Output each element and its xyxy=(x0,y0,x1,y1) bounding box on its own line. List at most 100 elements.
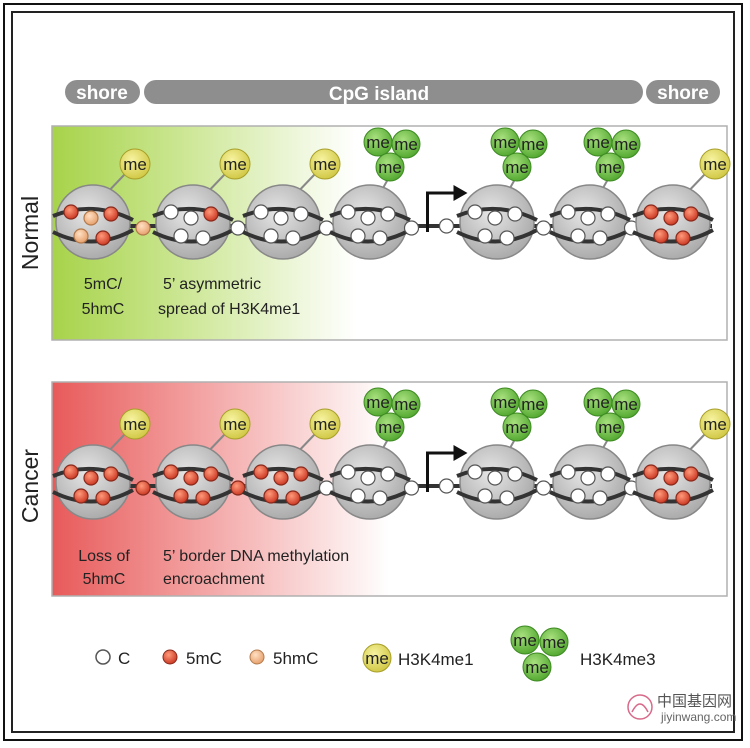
normal-cpg-dot xyxy=(507,206,523,222)
cancer-h3k4me1-mark xyxy=(219,408,251,440)
cancer-cpg-dot xyxy=(499,490,515,506)
cancer-linker-dot xyxy=(135,480,151,496)
cancer-cpg-dot xyxy=(173,488,189,504)
cancer-dna-wrap xyxy=(549,466,631,482)
normal-me1-text: me xyxy=(313,155,337,174)
cancer-dna-wrap xyxy=(242,466,324,482)
normal-me3-text: me xyxy=(366,133,390,152)
normal-cpg-dot xyxy=(195,230,211,246)
normal-cpg-dot xyxy=(643,204,659,220)
normal-tss-arrow xyxy=(426,191,456,232)
cancer-cpg-dot xyxy=(663,470,679,486)
cancer-cpg-dot xyxy=(570,488,586,504)
outer-frame xyxy=(3,3,743,741)
normal-cpg-dot xyxy=(203,206,219,222)
cancer-cpg-dot xyxy=(643,464,659,480)
normal-me1-text: me xyxy=(223,155,247,174)
normal-note-left-line1: 5mC/ xyxy=(84,276,123,293)
cancer-cpg-dot xyxy=(467,464,483,480)
normal-dna-wrap xyxy=(329,228,411,244)
cancer-linker-dot xyxy=(535,480,552,496)
normal-dna-wrap xyxy=(152,228,234,244)
cancer-me1-text: me xyxy=(703,415,727,434)
normal-me3-text: me xyxy=(394,135,418,154)
cancer-note-left-line2: 5hmC xyxy=(83,571,126,588)
cancer-h3k4me3-mark xyxy=(595,412,625,442)
cancer-note-left-line1: Loss of xyxy=(78,548,130,565)
cpg-island-label: CpG island xyxy=(329,84,429,105)
normal-h3k4me3-mark xyxy=(502,152,532,182)
normal-cpg-dot xyxy=(372,230,388,246)
cancer-cpg-dot xyxy=(580,470,596,486)
normal-dna-wrap xyxy=(456,206,538,222)
normal-dna-wrap xyxy=(242,206,324,222)
cancer-dna-wrap xyxy=(329,488,411,504)
cancer-dna-wrap xyxy=(456,466,538,482)
watermark: 中国基因网 jiyinwang.com xyxy=(627,692,736,724)
legend-5hmc-label: 5hmC xyxy=(273,649,318,668)
cancer-me3-text: me xyxy=(366,393,390,412)
shore-left-pill xyxy=(65,80,140,104)
cancer-h3k4me1-mark xyxy=(119,408,151,440)
normal-me3-text: me xyxy=(614,135,638,154)
normal-dna-wrap xyxy=(52,206,134,222)
legend-c-label: C xyxy=(118,649,130,668)
cancer-cpg-dot xyxy=(263,488,279,504)
cancer-cpg-dot xyxy=(163,464,179,480)
normal-cpg-dot xyxy=(675,230,691,246)
normal-cpg-dot xyxy=(467,204,483,220)
legend-me3-text-2: me xyxy=(542,633,566,652)
normal-h3k4me1-mark xyxy=(219,148,251,180)
normal-me3-text: me xyxy=(493,133,517,152)
cancer-h3k4me3-mark xyxy=(518,389,548,419)
cancer-me1-text: me xyxy=(123,415,147,434)
cancer-cpg-dot xyxy=(293,466,309,482)
normal-cpg-dot xyxy=(487,210,503,226)
cancer-me3-text: me xyxy=(493,393,517,412)
cancer-me3-text: me xyxy=(394,395,418,414)
legend-h3k4me3-icon: me me me xyxy=(510,625,569,682)
normal-note-right-line2: spread of H3K4me1 xyxy=(158,301,300,318)
normal-cpg-dot xyxy=(570,228,586,244)
cancer-h3k4me3-mark xyxy=(502,412,532,442)
normal-dna-wrap xyxy=(52,228,134,244)
cancer-cpg-dot xyxy=(683,466,699,482)
normal-cpg-dot xyxy=(285,230,301,246)
cancer-me3-text: me xyxy=(598,418,622,437)
normal-cpg-dot xyxy=(95,230,111,246)
cancer-cpg-dot xyxy=(403,480,420,496)
cancer-linker-dot xyxy=(230,480,246,496)
shore-left-label: shore xyxy=(76,83,128,104)
cancer-cpg-dot xyxy=(350,488,366,504)
normal-h3k4me3-mark xyxy=(391,129,421,159)
normal-cpg-dot xyxy=(273,210,289,226)
cancer-cpg-dot xyxy=(83,470,99,486)
normal-linker-dot xyxy=(135,220,151,236)
cancer-cpg-dot xyxy=(380,466,396,482)
normal-cpg-dot xyxy=(477,228,493,244)
normal-cpg-dot xyxy=(340,204,356,220)
legend-h3k4me1-label: H3K4me1 xyxy=(398,650,474,669)
normal-side-label: Normal xyxy=(17,196,43,270)
normal-h3k4me3-mark xyxy=(595,152,625,182)
watermark-en: jiyinwang.com xyxy=(660,710,736,724)
normal-cpg-dot xyxy=(499,230,515,246)
cancer-cpg-dot xyxy=(653,488,669,504)
normal-h3k4me1-mark xyxy=(309,148,341,180)
cancer-dna-wrap xyxy=(52,466,134,482)
cancer-dna-wrap xyxy=(456,488,538,504)
cancer-h3k4me3-mark xyxy=(375,412,405,442)
normal-cpg-dot xyxy=(73,228,89,244)
normal-cpg-dot xyxy=(263,228,279,244)
normal-cpg-dot xyxy=(103,206,119,222)
cancer-cpg-dot xyxy=(95,490,111,506)
normal-h3k4me3-mark xyxy=(611,129,641,159)
normal-dna-wrap xyxy=(549,228,631,244)
cancer-cpg-dot xyxy=(600,466,616,482)
cancer-dna-wrap xyxy=(52,488,134,504)
cpg-island-pill xyxy=(144,80,643,104)
normal-note-right-line1: 5’ asymmetric xyxy=(163,276,261,293)
normal-cpg-dot xyxy=(163,204,179,220)
